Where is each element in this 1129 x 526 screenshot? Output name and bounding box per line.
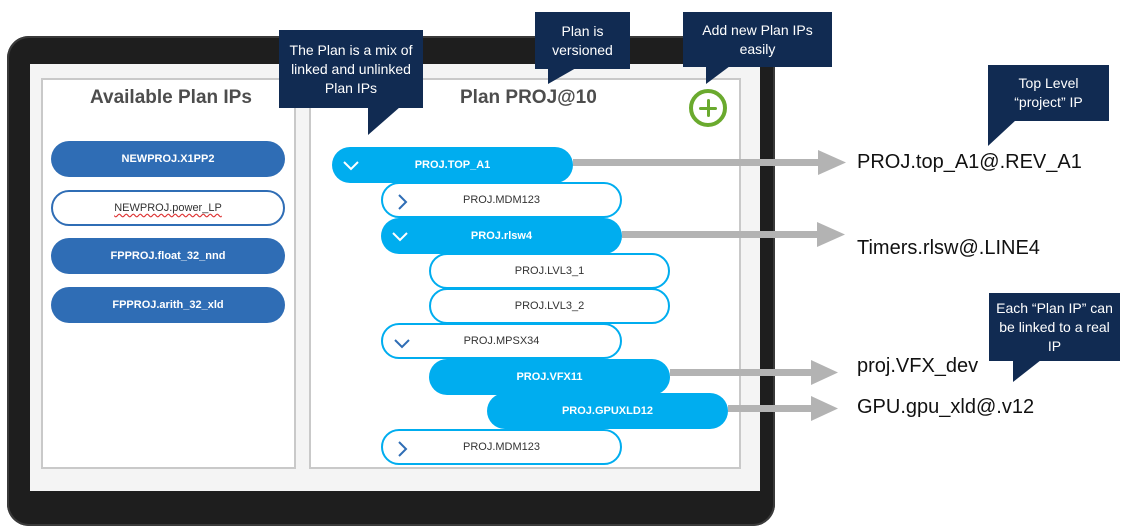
arrow-head-icon	[811, 360, 838, 385]
plan-tree-label: PROJ.GPUXLD12	[561, 405, 654, 417]
available-ip-item[interactable]: FPPROJ.float_32_nnd	[51, 238, 285, 274]
link-arrow-shaft	[670, 369, 816, 376]
available-ip-item[interactable]: NEWPROJ.power_LP	[51, 190, 285, 226]
callout-text: Plan is versioned	[552, 22, 613, 58]
plan-tree-item[interactable]: PROJ.VFX11	[429, 359, 670, 395]
link-arrow-shaft	[622, 231, 822, 238]
link-arrows	[573, 150, 846, 421]
plan-tree-item[interactable]: PROJ.GPUXLD12	[487, 393, 728, 429]
link-arrow-shaft	[573, 159, 823, 166]
available-ip-item[interactable]: NEWPROJ.X1PP2	[51, 141, 285, 177]
available-ip-label: NEWPROJ.X1PP2	[121, 153, 215, 165]
arrow-head-icon	[818, 150, 846, 175]
callout-text: Add new Plan IPs easily	[702, 21, 813, 57]
available-ip-label: FPPROJ.float_32_nnd	[110, 250, 226, 262]
plus-circle-icon[interactable]	[689, 89, 727, 127]
callout-text: Top Level “project” IP	[1014, 75, 1083, 110]
plan-tree-label: PROJ.rlsw4	[470, 230, 533, 242]
callout-mix: The Plan is a mix of linked and unlinked…	[279, 30, 423, 108]
real-ip-label: GPU.gpu_xld@.v12	[857, 396, 1035, 418]
arrow-head-icon	[817, 222, 845, 247]
callout-top-level: Top Level “project” IP	[988, 65, 1109, 121]
callout-text: Each “Plan IP” can be linked to a real I…	[996, 299, 1113, 354]
callout-tail	[548, 68, 576, 84]
plan-tree-label: PROJ.MDM123	[462, 441, 541, 453]
plan-tree-label: PROJ.TOP_A1	[414, 159, 491, 171]
available-plan-ips-title: Available Plan IPs	[90, 87, 252, 108]
plan-tree-item[interactable]: PROJ.MDM123	[381, 182, 622, 218]
plan-tree-item[interactable]: PROJ.rlsw4	[381, 218, 622, 254]
callout-tail	[988, 120, 1016, 146]
plan-tree-item[interactable]: PROJ.MDM123	[381, 429, 622, 465]
chevron-down-icon[interactable]	[391, 227, 409, 245]
real-ip-label: PROJ.top_A1@.REV_A1	[857, 151, 1082, 173]
plan-tree-label: PROJ.VFX11	[516, 371, 583, 383]
available-ip-label: NEWPROJ.power_LP	[114, 202, 222, 214]
chevron-right-icon[interactable]	[393, 193, 411, 211]
plan-title: Plan PROJ@10	[460, 87, 597, 108]
plan-tree-item[interactable]: PROJ.TOP_A1	[332, 147, 573, 183]
plan-tree-label: PROJ.MPSX34	[463, 335, 540, 347]
link-arrow-shaft	[728, 405, 816, 412]
chevron-right-icon[interactable]	[393, 440, 411, 458]
plan-tree-label: PROJ.LVL3_1	[514, 265, 585, 277]
callout-tail	[706, 66, 730, 84]
plan-tree-item[interactable]: PROJ.MPSX34	[381, 323, 622, 359]
arrow-head-icon	[811, 396, 838, 421]
real-ip-label: Timers.rlsw@.LINE4	[857, 237, 1040, 259]
available-ip-label: FPPROJ.arith_32_xld	[112, 299, 224, 311]
callout-text: The Plan is a mix of linked and unlinked…	[289, 41, 413, 96]
callout-versioned: Plan is versioned	[535, 12, 630, 69]
callout-tail	[368, 107, 400, 135]
plan-tree-label: PROJ.LVL3_2	[514, 300, 585, 312]
callout-each-plan-ip: Each “Plan IP” can be linked to a real I…	[989, 293, 1120, 361]
chevron-down-icon[interactable]	[393, 334, 411, 352]
callout-tail	[1013, 360, 1041, 382]
chevron-down-icon[interactable]	[342, 156, 360, 174]
real-ip-label: proj.VFX_dev	[857, 355, 979, 377]
plan-tree-label: PROJ.MDM123	[462, 194, 541, 206]
callout-add-new: Add new Plan IPs easily	[683, 12, 832, 67]
available-ip-item[interactable]: FPPROJ.arith_32_xld	[51, 287, 285, 323]
